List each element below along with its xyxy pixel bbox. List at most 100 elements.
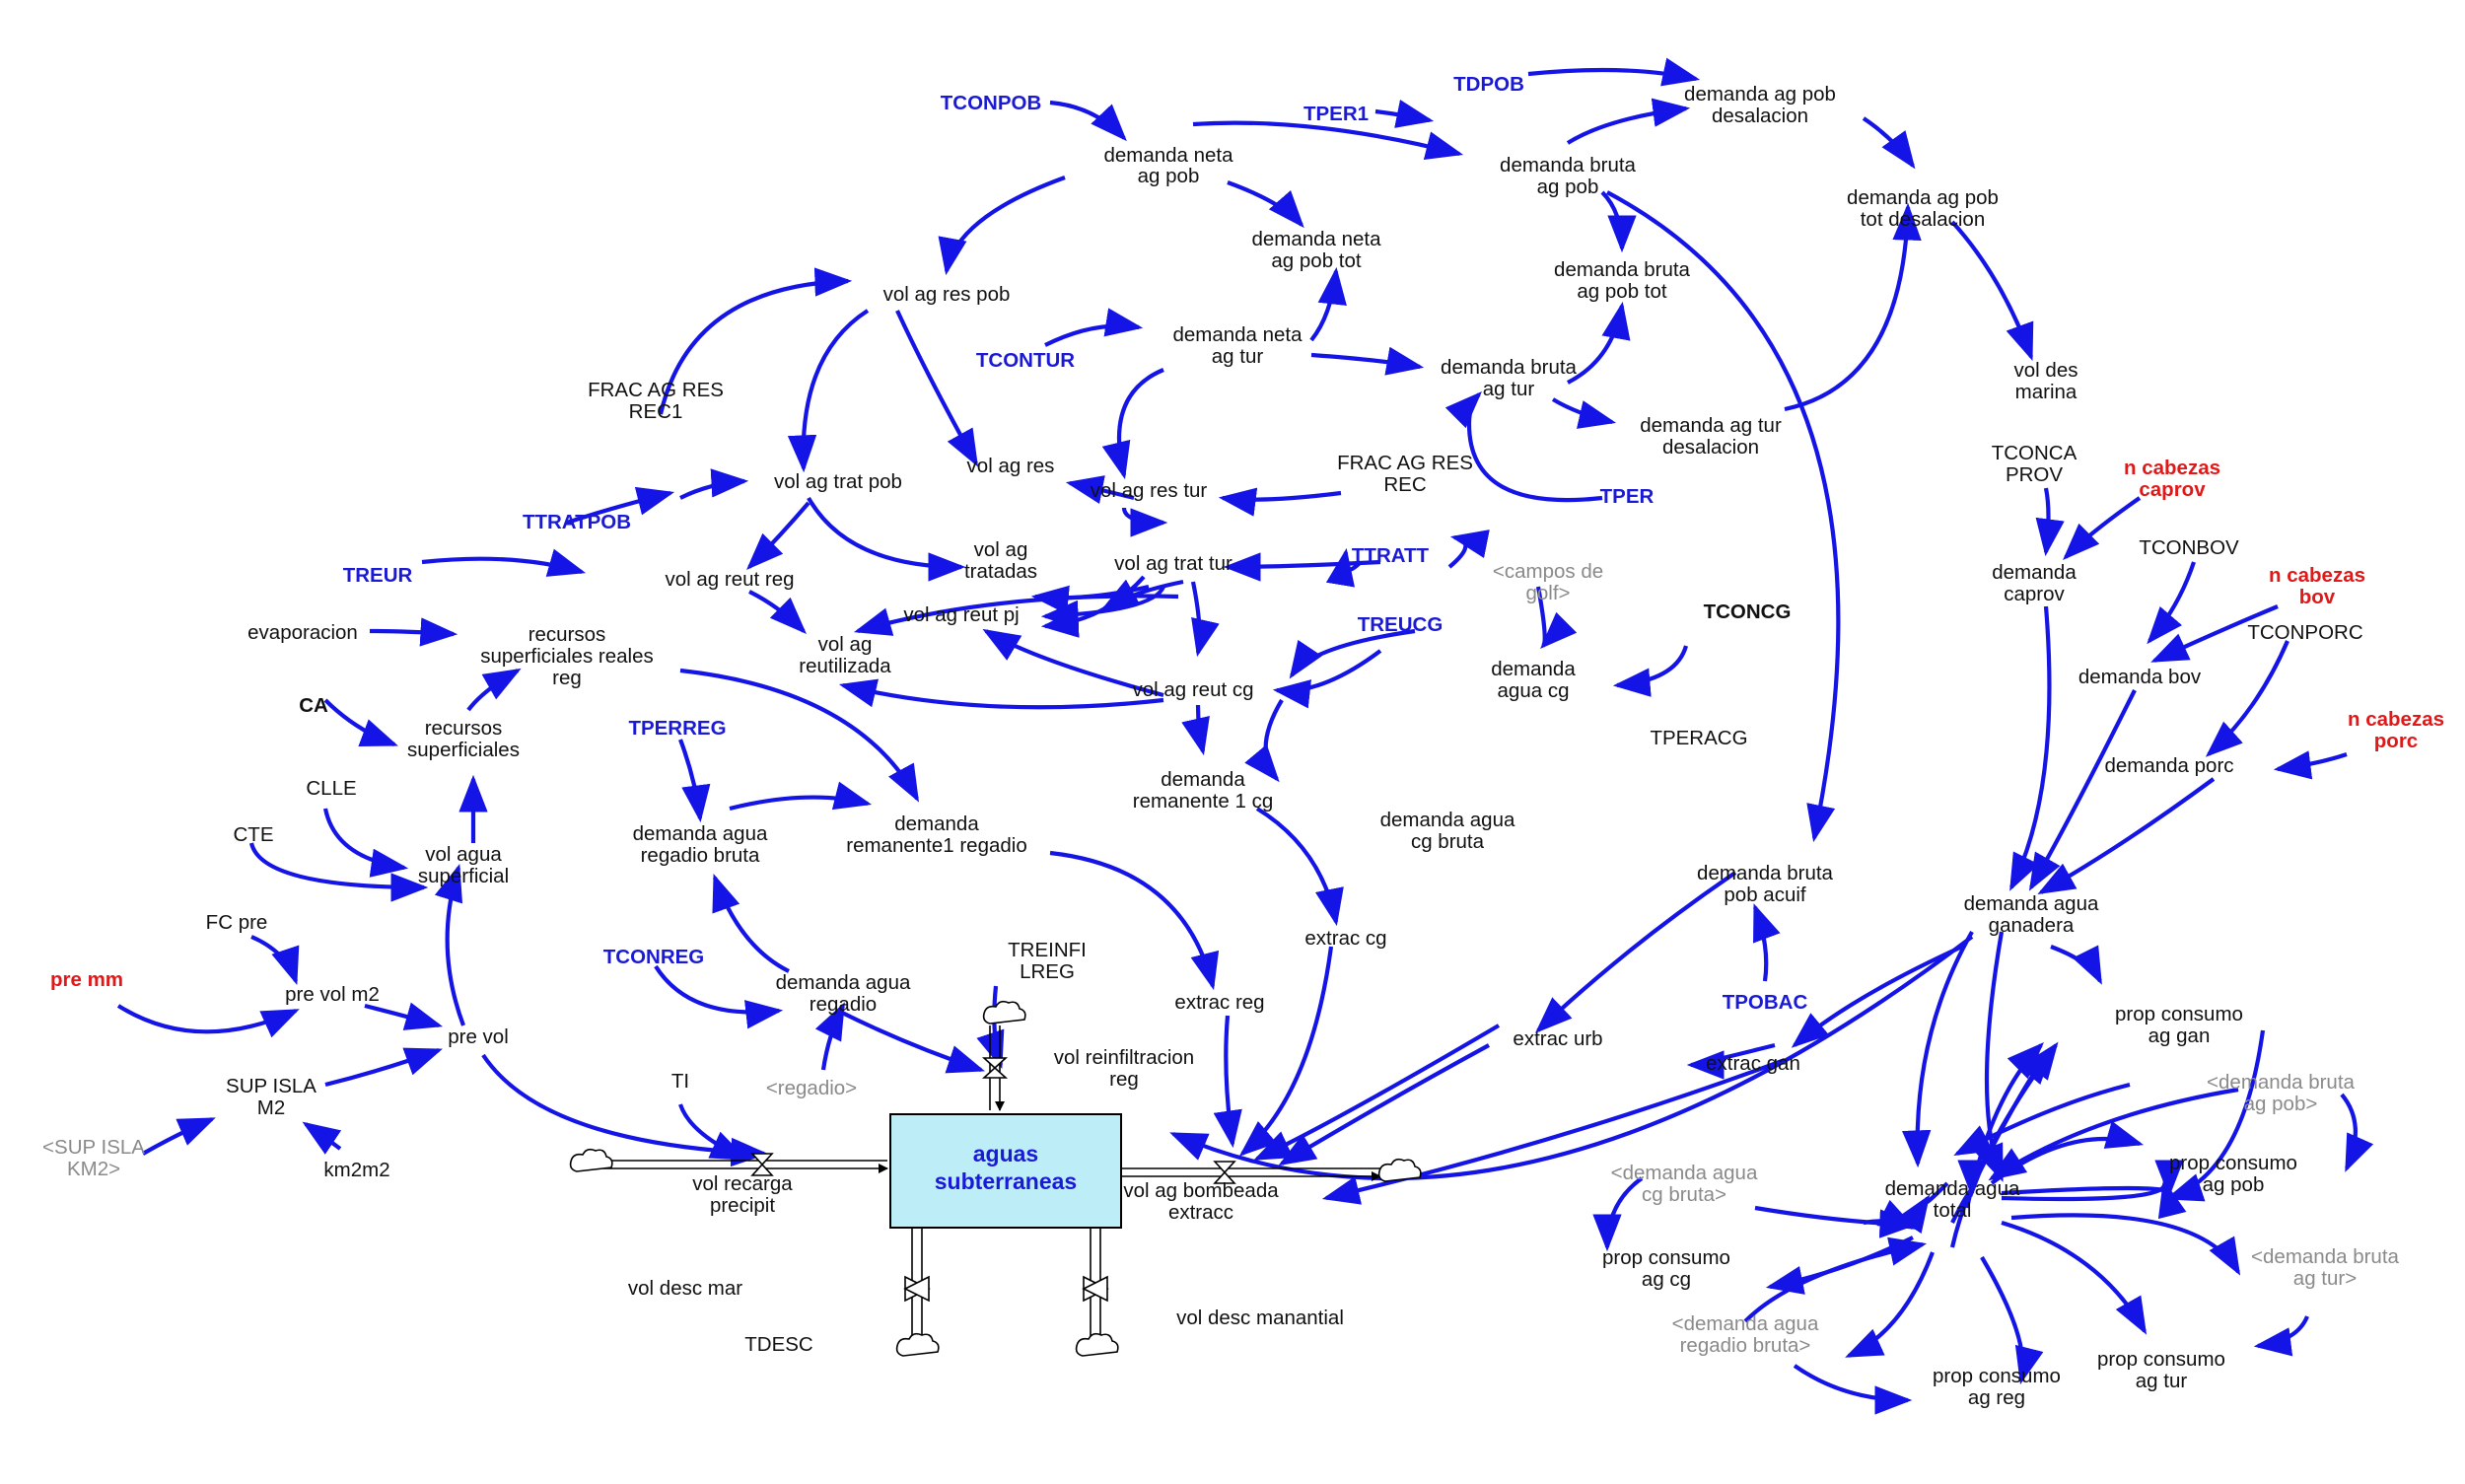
prop-consumo-ag-gan-l2: ag gan [2148,1025,2211,1047]
demanda-bruta-ag-pob-shadow-l2: ag pob> [2244,1093,2318,1115]
demanda-neta-ag-tur-l2: ag tur [1212,345,1264,368]
demanda-bruta-pob-acuif-l2: pob acuif [1724,883,1806,906]
km2m2-label: km2m2 [323,1159,389,1181]
extrac-cg-label: extrac cg [1304,927,1386,950]
recursos-superficiales-reales-reg-l2: superficiales reales [480,645,653,668]
prop-consumo-ag-pob-l1: prop consumo [2169,1152,2297,1174]
demanda-bruta-ag-tur-l2: ag tur [1483,378,1535,400]
demanda-remanente1-regadio-l2: remanente1 regadio [846,834,1027,857]
prop-consumo-ag-cg-l2: ag cg [1642,1268,1691,1291]
prop-consumo-ag-cg-l1: prop consumo [1602,1246,1730,1269]
vol-reinfiltracion-reg-l1: vol reinfiltracion [1054,1046,1194,1069]
demanda-bruta-ag-pob-l2: ag pob [1537,176,1599,198]
demanda-agua-regadio-l2: regadio [810,993,877,1016]
prop-consumo-ag-gan-l1: prop consumo [2115,1003,2243,1025]
demanda-bov-label: demanda bov [2078,666,2202,688]
demanda-agua-cg-bruta-shadow-l2: cg bruta> [1642,1183,1726,1206]
tconporc-label: TCONPORC [2247,621,2363,644]
n-cabezas-bov-l1: n cabezas [2269,564,2365,587]
demanda-caprov-l2: caprov [2004,583,2065,605]
vol-ag-reut-reg-label: vol ag reut reg [665,568,794,591]
demanda-agua-cg-l2: agua cg [1498,679,1570,702]
tdpob-label: TDPOB [1453,73,1524,96]
recursos-superficiales-reales-reg-l1: recursos [528,623,606,646]
vol-ag-tratadas-l2: tratadas [964,560,1037,583]
frac-ag-res-rec1-l1: FRAC AG RES [588,379,724,401]
frac-ag-res-rec1-l2: REC1 [629,400,683,423]
prop-consumo-ag-reg-l1: prop consumo [1933,1365,2061,1387]
variable-labels: TCONPOB TPER1 TDPOB demanda neta ag pob … [42,73,2444,1409]
demanda-agua-ganadera-l2: ganadera [1989,914,2075,937]
demanda-ag-pob-desalacion-l2: desalacion [1712,105,1808,127]
vol-ag-trat-tur-label: vol ag trat tur [1114,552,1232,575]
demanda-bruta-ag-pob-shadow-l1: <demanda bruta [2207,1071,2355,1094]
demanda-neta-ag-tur-l1: demanda neta [1172,323,1303,346]
treinfi-lreg-l2: LREG [1020,960,1075,983]
demanda-remanente-1-cg-l1: demanda [1161,768,1245,791]
vol-ag-trat-pob-label: vol ag trat pob [774,470,902,493]
ttratpob-label: TTRATPOB [523,511,631,533]
prop-consumo-ag-tur-l1: prop consumo [2097,1348,2225,1371]
tper-label: TPER [1600,485,1655,508]
treur-label: TREUR [343,564,413,587]
campos-de-golf-l1: <campos de [1493,560,1603,583]
n-cabezas-bov-l2: bov [2299,586,2336,608]
recursos-superficiales-l2: superficiales [407,739,520,761]
demanda-agua-ganadera-l1: demanda agua [1964,892,2099,915]
tcontur-label: TCONTUR [976,349,1075,372]
pre-vol-m2-label: pre vol m2 [285,983,380,1006]
vol-des-marina-l1: vol des [2014,359,2078,382]
fc-pre-label: FC pre [206,911,268,934]
demanda-bruta-ag-tur-l1: demanda bruta [1441,356,1578,379]
demanda-ag-tur-desalacion-l1: demanda ag tur [1640,414,1782,437]
demanda-bruta-ag-pob-tot-l1: demanda bruta [1554,258,1691,281]
vol-ag-reutilizada-l2: reutilizada [799,655,891,677]
demanda-agua-regadio-bruta-l2: regadio bruta [641,844,760,867]
tper1-label: TPER1 [1303,103,1369,125]
tconca-prov-l1: TCONCA [1992,442,2078,464]
demanda-agua-regadio-bruta-shadow-l2: regadio bruta> [1680,1334,1811,1357]
n-cabezas-caprov-l2: caprov [2139,478,2206,501]
stock-label-line2: subterraneas [935,1168,1077,1194]
prop-consumo-ag-pob-l2: ag pob [2203,1173,2265,1196]
extrac-reg-label: extrac reg [1174,991,1264,1014]
demanda-remanente1-regadio-l1: demanda [894,813,979,835]
demanda-remanente-1-cg-l2: remanente 1 cg [1133,790,1273,813]
sup-isla-m2-l1: SUP ISLA [226,1075,317,1097]
tconreg-label: TCONREG [603,946,705,968]
demanda-porc-label: demanda porc [2104,754,2233,777]
demanda-ag-tur-desalacion-l2: desalacion [1662,436,1759,459]
demanda-ag-pob-desalacion-l1: demanda ag pob [1684,83,1836,106]
vol-ag-reut-cg-label: vol ag reut cg [1132,678,1253,701]
n-cabezas-caprov-l1: n cabezas [2124,457,2220,479]
prop-consumo-ag-reg-l2: ag reg [1968,1386,2025,1409]
vol-ag-reutilizada-l1: vol ag [818,633,873,656]
stock-aguas-subterraneas[interactable]: aguas subterraneas [889,1113,1122,1229]
tconpob-label: TCONPOB [941,92,1042,114]
clle-label: CLLE [306,777,356,800]
n-cabezas-porc-l2: porc [2374,730,2418,752]
pre-vol-label: pre vol [448,1025,509,1048]
causal-links [116,57,2374,1415]
demanda-ag-pob-tot-desalacion-l1: demanda ag pob [1847,186,1999,209]
vol-des-marina-l2: marina [2015,381,2078,403]
vol-ag-res-tur-label: vol ag res tur [1091,479,1208,502]
tpobac-label: TPOBAC [1723,991,1808,1014]
demanda-agua-cg-bruta-shadow-l1: <demanda agua [1611,1162,1758,1184]
demanda-agua-cg-l1: demanda [1491,658,1576,680]
campos-de-golf-l2: golf> [1525,582,1570,604]
vol-desc-manantial-label: vol desc manantial [1176,1307,1344,1329]
vol-agua-superficial-l2: superficial [418,865,509,887]
demanda-agua-total-l2: total [1934,1199,1972,1222]
sup-isla-km2-shadow-l2: KM2> [67,1158,120,1180]
vol-recarga-precipit-l1: vol recarga [692,1172,793,1195]
n-cabezas-porc-l1: n cabezas [2348,708,2444,731]
tconcg-label: TCONCG [1704,601,1792,623]
extrac-urb-label: extrac urb [1513,1027,1602,1050]
tdesc-label: TDESC [744,1333,813,1356]
demanda-bruta-ag-tur-shadow-l2: ag tur> [2293,1267,2357,1290]
pre-mm-label: pre mm [50,968,123,991]
demanda-neta-ag-pob-l1: demanda neta [1103,144,1233,167]
vol-desc-mar-label: vol desc mar [628,1277,742,1300]
vol-ag-bombeada-extracc-l2: extracc [1168,1201,1233,1224]
